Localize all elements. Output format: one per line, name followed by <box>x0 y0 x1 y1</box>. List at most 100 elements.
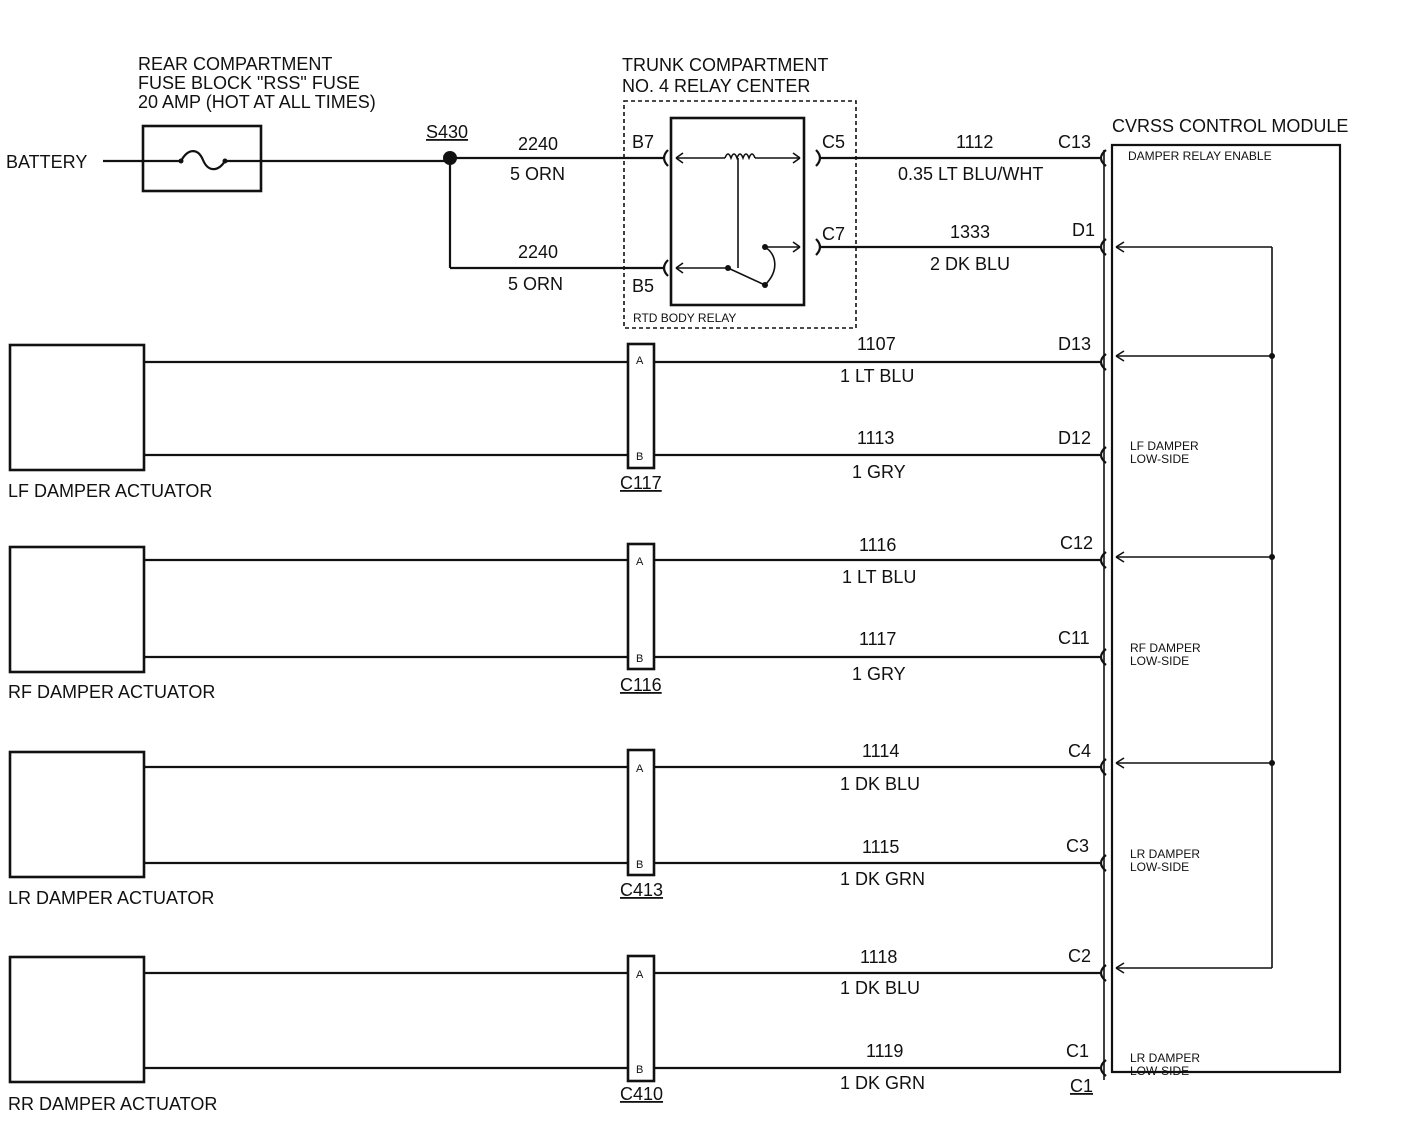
inline-connector <box>626 342 656 470</box>
battery-label: BATTERY <box>6 152 87 172</box>
wire-circuit: 1118 <box>860 947 897 967</box>
module-pin: C11 <box>1058 628 1090 648</box>
fuse-block-title-line2: FUSE BLOCK "RSS" FUSE <box>138 73 360 93</box>
wire-color: 1 DK BLU <box>840 774 920 794</box>
actuator-name: LF DAMPER ACTUATOR <box>8 481 212 501</box>
wire-circuit: 1119 <box>866 1041 903 1061</box>
relay-switch-icon <box>675 241 801 288</box>
relay-center-title-line1: TRUNK COMPARTMENT <box>622 55 828 75</box>
module-outline <box>1110 143 1342 1074</box>
wire-color: 1 DK GRN <box>840 869 925 889</box>
connector-pin: B <box>636 859 643 871</box>
connector-pin: B <box>636 451 643 463</box>
terminal-c5 <box>815 149 822 167</box>
actuator-lf: LF DAMPER ACTUATOR A B C117 1107 1 LT BL… <box>8 334 1100 501</box>
actuator-box <box>8 750 146 879</box>
wire-circuit: 1115 <box>862 837 899 857</box>
connector-label: C413 <box>620 880 663 900</box>
wire-color: 1 LT BLU <box>840 366 914 386</box>
feed-wire-color: 5 ORN <box>510 164 565 184</box>
actuator-lr: LR DAMPER ACTUATOR A B C413 1114 1 DK BL… <box>8 741 1100 908</box>
relay-wire-color: 0.35 LT BLU/WHT <box>898 164 1043 184</box>
actuator-box <box>8 343 146 472</box>
terminal-b5 <box>662 259 669 277</box>
module-connector-label: C1 <box>1070 1076 1093 1096</box>
wire-circuit: 1107 <box>857 334 896 354</box>
actuator-name: LR DAMPER ACTUATOR <box>8 888 214 908</box>
relay-coil-icon <box>675 152 801 268</box>
module-lr-label: LOW-SIDE <box>1130 860 1189 874</box>
actuator-name: RF DAMPER ACTUATOR <box>8 682 215 702</box>
module-rf-label: LOW-SIDE <box>1130 654 1189 668</box>
relay-center-title-line2: NO. 4 RELAY CENTER <box>622 76 810 96</box>
module-lr-label: LR DAMPER <box>1130 847 1200 861</box>
relay-wire-color: 2 DK BLU <box>930 254 1010 274</box>
feed-wire-circuit: 2240 <box>518 242 558 262</box>
cvrss-control-module: CVRSS CONTROL MODULE DAMPER RELAY ENABLE <box>1099 116 1348 1080</box>
wire-circuit: 1117 <box>859 629 896 649</box>
fuse-block-title-line3: 20 AMP (HOT AT ALL TIMES) <box>138 92 376 112</box>
inline-connector <box>626 748 656 877</box>
splice-label: S430 <box>426 122 468 142</box>
connector-pin: A <box>636 556 644 568</box>
module-title: CVRSS CONTROL MODULE <box>1112 116 1348 136</box>
inline-connector <box>626 954 656 1083</box>
actuator-rf: RF DAMPER ACTUATOR A B C116 1116 1 LT BL… <box>8 533 1100 702</box>
module-rr-label: LR DAMPER <box>1130 1051 1200 1065</box>
wire-color: 1 DK BLU <box>840 978 920 998</box>
wire-circuit: 1113 <box>857 428 894 448</box>
module-pin: C13 <box>1058 132 1091 152</box>
module-pin: D13 <box>1058 334 1091 354</box>
module-internal-bus <box>1115 241 1275 974</box>
module-enable-label: DAMPER RELAY ENABLE <box>1128 149 1272 163</box>
relay-center-outline <box>623 100 857 329</box>
connector-pin: B <box>636 653 643 665</box>
wire-color: 1 GRY <box>852 462 906 482</box>
relay-pin-c7: C7 <box>822 224 845 244</box>
module-pin: C1 <box>1066 1041 1089 1061</box>
connector-label: C116 <box>620 675 662 695</box>
feed-wire-circuit: 2240 <box>518 134 558 154</box>
wire-circuit: 1114 <box>862 741 899 761</box>
module-pin: D12 <box>1058 428 1091 448</box>
relay-center: TRUNK COMPARTMENT NO. 4 RELAY CENTER RTD… <box>622 55 857 329</box>
fuse-block: REAR COMPARTMENT FUSE BLOCK "RSS" FUSE 2… <box>138 54 376 193</box>
relay-wire-circuit: 1333 <box>950 222 990 242</box>
module-rr-label: LOW-SIDE <box>1130 1064 1189 1078</box>
module-pin: D1 <box>1072 220 1095 240</box>
connector-label: C410 <box>620 1084 663 1104</box>
fuse-block-title-line1: REAR COMPARTMENT <box>138 54 332 74</box>
connector-label: C117 <box>620 473 662 493</box>
connector-pin: B <box>636 1064 643 1076</box>
module-pin: C4 <box>1068 741 1091 761</box>
wire-color: 1 GRY <box>852 664 906 684</box>
actuator-box <box>8 955 146 1084</box>
actuator-box <box>8 545 146 674</box>
relay-pin-b7: B7 <box>632 132 654 152</box>
actuator-name: RR DAMPER ACTUATOR <box>8 1094 217 1114</box>
wire-circuit: 1116 <box>859 535 896 555</box>
feed-wire-color: 5 ORN <box>508 274 563 294</box>
relay-pin-c5: C5 <box>822 132 845 152</box>
terminal-b7 <box>662 149 669 167</box>
wire-color: 1 DK GRN <box>840 1073 925 1093</box>
module-rf-label: RF DAMPER <box>1130 641 1201 655</box>
fuse-icon <box>143 150 261 171</box>
module-terminals <box>1099 149 1107 1077</box>
relay-pin-b5: B5 <box>632 276 654 296</box>
relay-label: RTD BODY RELAY <box>633 311 736 325</box>
relay-wire-circuit: 1112 <box>956 132 993 152</box>
inline-connector <box>626 542 656 671</box>
module-lf-label: LF DAMPER <box>1130 439 1199 453</box>
module-lf-label: LOW-SIDE <box>1130 452 1189 466</box>
actuator-rr: RR DAMPER ACTUATOR A B C410 1118 1 DK BL… <box>8 946 1100 1114</box>
connector-pin: A <box>636 969 644 981</box>
module-pin: C12 <box>1060 533 1093 553</box>
wire-color: 1 LT BLU <box>842 567 916 587</box>
module-pin: C2 <box>1068 946 1091 966</box>
connector-pin: A <box>636 355 644 367</box>
module-pin: C3 <box>1066 836 1089 856</box>
connector-pin: A <box>636 763 644 775</box>
terminal-c7 <box>815 238 822 256</box>
